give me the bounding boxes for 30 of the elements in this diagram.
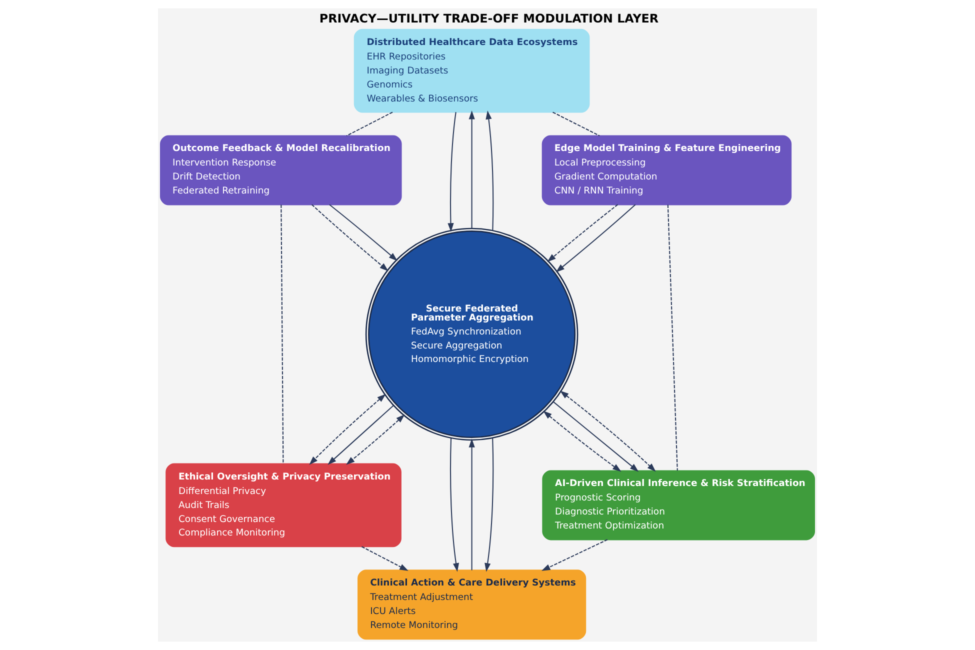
arrow	[484, 438, 494, 572]
node-box: Ethical Oversight & Privacy Preservation Differential Privacy Audit Trails Consent Governance Compliance Monitoring	[166, 463, 402, 548]
arrow	[553, 402, 639, 472]
arrow	[346, 414, 405, 465]
connector	[280, 204, 284, 464]
connector	[667, 204, 678, 471]
node-box: Clinical Action & Care Delivery Systems Treatment Adjustment ICU Alerts Remote Monitoring	[358, 570, 586, 640]
connector	[552, 112, 600, 136]
arrow	[311, 204, 388, 272]
node-box: Outcome Feedback & Model Recalibration Intervention Response Drift Detection Federated Retraining	[160, 135, 402, 206]
arrow	[556, 204, 636, 272]
arrow	[448, 112, 456, 232]
arrow	[547, 204, 618, 262]
arrow	[468, 110, 475, 228]
arrow	[328, 405, 394, 465]
arrow	[486, 110, 494, 230]
arrow	[468, 438, 475, 570]
arrow	[560, 390, 656, 472]
arrow	[450, 438, 460, 572]
node-box: AI-Driven Clinical Inference & Risk Stratification Prognostic Scoring Diagnostic Prioritization Treatment Optimization	[542, 470, 816, 540]
node-box: Edge Model Training & Feature Engineering Local Preprocessing Gradient Computation CNN / RNN Training	[542, 135, 792, 206]
arrow	[309, 394, 386, 465]
arrow	[543, 410, 622, 472]
arrow	[329, 204, 398, 262]
connector	[346, 112, 393, 136]
arrow	[362, 546, 408, 571]
diagram-title: PRIVACY—UTILITY TRADE-OFF MODULATION LAYER	[319, 12, 659, 26]
arrow	[541, 539, 608, 571]
node-circle: Secure Federated Parameter Aggregation FedAvg Synchronization Secure Aggregation Homomorphic Encryption	[365, 228, 578, 441]
node-box: Distributed Healthcare Data Ecosystems EHR Repositories Imaging Datasets Genomics Wearables & Biosensors	[354, 28, 590, 113]
